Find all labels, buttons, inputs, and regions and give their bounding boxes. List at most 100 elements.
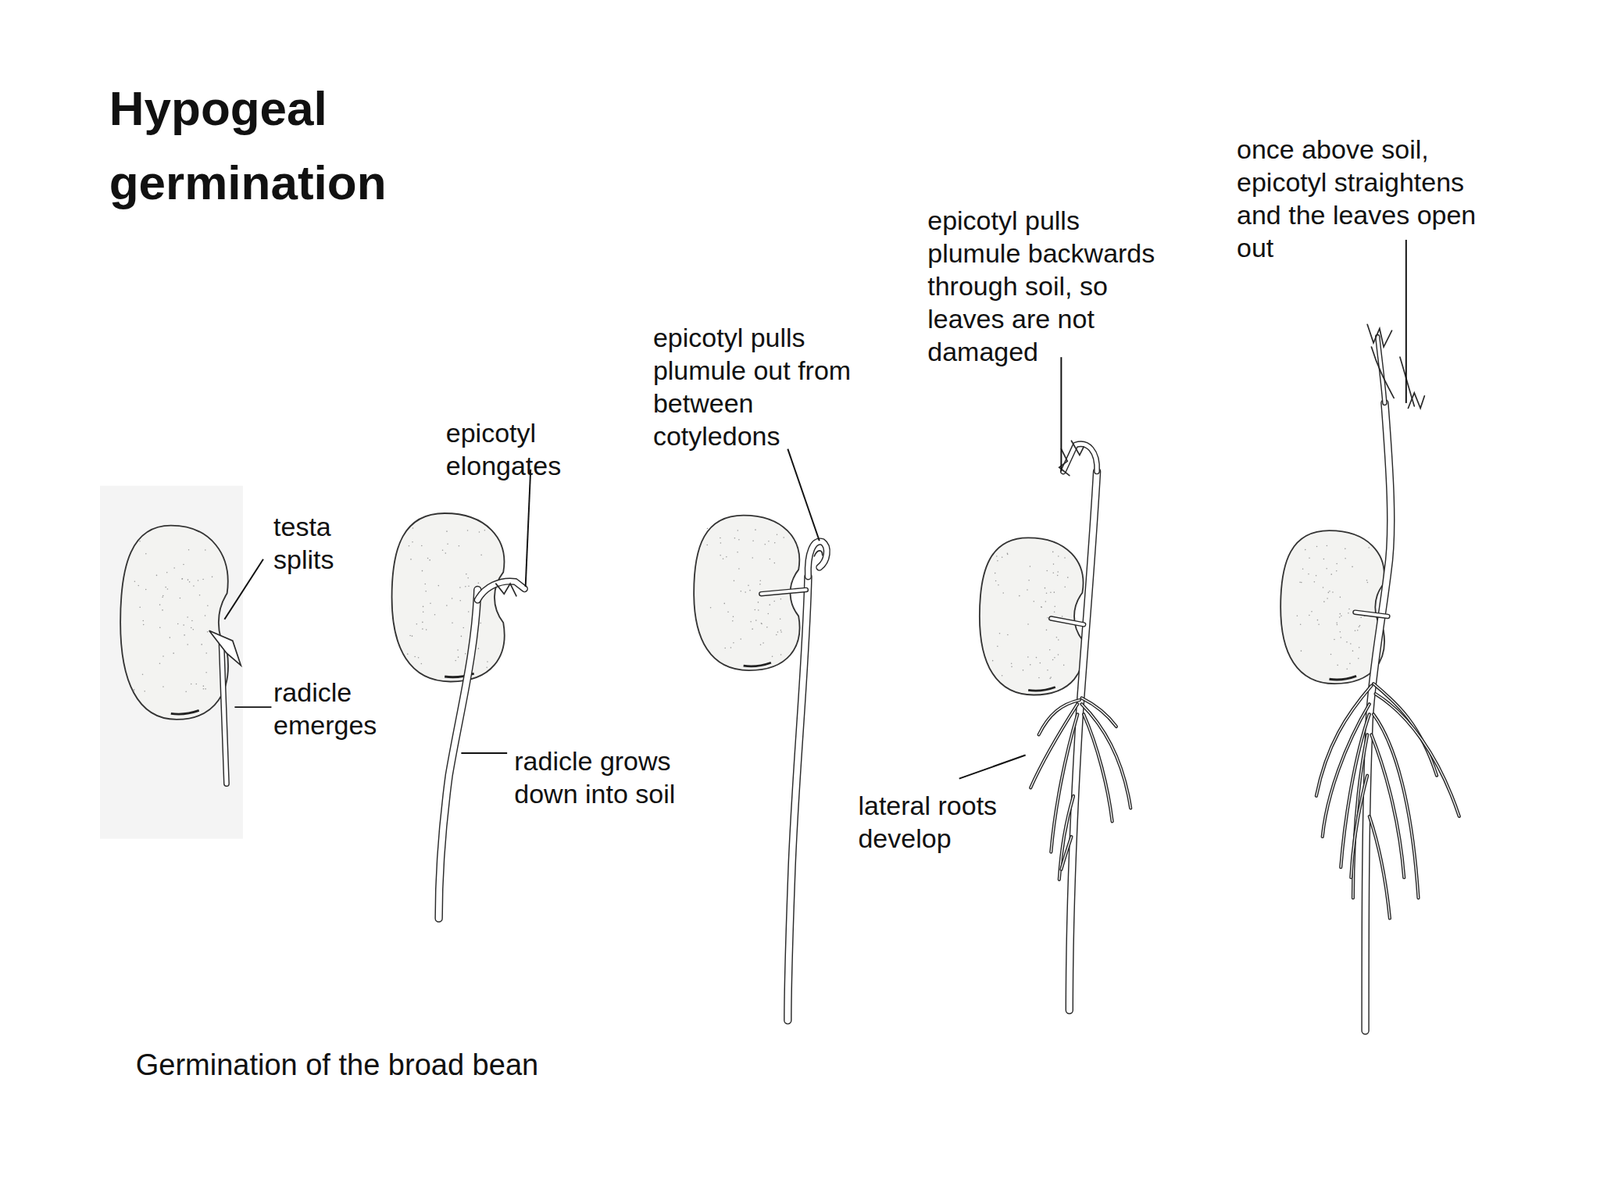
seed-stipple	[1360, 617, 1362, 619]
leader-line	[1405, 239, 1408, 404]
seed-stipple	[1316, 546, 1318, 548]
seed-stipple	[760, 580, 762, 583]
seed-stipple	[407, 653, 409, 655]
seed-stipple	[706, 544, 708, 547]
seed-stipple	[207, 604, 209, 607]
seed-stipple	[780, 629, 783, 632]
seed-stipple	[1046, 629, 1048, 632]
seed-stipple	[467, 585, 470, 587]
seed-stipple	[460, 635, 463, 638]
seed-stipple	[421, 663, 423, 665]
seed-stipple	[1326, 597, 1329, 600]
seed-stipple	[425, 590, 427, 593]
seed-stipple	[1057, 575, 1059, 577]
seed-stipple	[730, 646, 733, 649]
seed-stipple	[782, 536, 785, 539]
seed-stipple	[172, 652, 175, 654]
seed-stipple	[1302, 567, 1304, 570]
seed-stipple	[478, 647, 480, 650]
seed-stipple	[1357, 629, 1359, 632]
seed-stipple	[1001, 675, 1004, 677]
seed-stipple	[169, 636, 172, 639]
seed-stipple	[1326, 545, 1329, 547]
lateral-root	[1353, 734, 1368, 898]
seed-stipple	[139, 607, 141, 609]
lateral-root-fill	[1060, 836, 1072, 870]
seed-stipple	[720, 542, 722, 544]
seed-stipple	[1323, 558, 1325, 561]
plumule	[1071, 440, 1084, 455]
seed-stipple	[1052, 551, 1054, 554]
seed-stipple	[1339, 616, 1341, 618]
seed-stipple	[187, 578, 190, 581]
seed-stipple	[192, 628, 195, 631]
lateral-root	[1350, 775, 1368, 879]
seed-stipple	[1350, 642, 1352, 645]
seed-stipple	[1064, 585, 1066, 588]
seed-stipple	[446, 604, 448, 607]
seed-stipple	[161, 596, 164, 598]
seed-stipple	[722, 557, 725, 560]
annotation-label: testa splits	[273, 510, 386, 576]
lateral-root-fill	[1373, 714, 1418, 898]
seed-stipple	[199, 594, 201, 597]
seed-stipple	[774, 562, 776, 565]
seed-stipple	[744, 591, 747, 593]
seed-stipple	[727, 611, 729, 614]
radicle-fill	[439, 589, 479, 919]
leader-line	[959, 755, 1026, 779]
seed-stipple	[757, 609, 760, 611]
seed-stipple	[1045, 600, 1047, 603]
young-leaf	[1367, 324, 1392, 347]
seed-stipple	[478, 582, 480, 585]
seed-stipple	[484, 529, 486, 532]
scan-background	[100, 485, 243, 840]
epicotyl-hook	[1063, 443, 1097, 472]
seed-stipple	[1067, 576, 1069, 579]
seed-stipple	[760, 623, 763, 625]
seed-stipple	[1339, 596, 1342, 599]
seed-stipple	[1002, 592, 1004, 594]
annotation-label: radicle grows down into soil	[514, 744, 718, 811]
seed-stipple	[1046, 592, 1048, 594]
seed-stipple	[459, 586, 461, 589]
lateral-root	[1375, 693, 1460, 817]
seed-stipple	[1053, 611, 1056, 614]
seed-stipple	[1063, 664, 1065, 667]
lateral-root	[1316, 685, 1372, 797]
seed-stipple	[159, 603, 161, 606]
seed-stipple	[186, 616, 189, 618]
seed-stipple	[1022, 669, 1025, 672]
seed-stipple	[994, 572, 997, 575]
seed-stipple	[142, 673, 144, 675]
seed-stipple	[467, 529, 469, 532]
seed-stipple	[1064, 557, 1066, 559]
leader-line	[224, 559, 264, 620]
seed-stipple	[740, 590, 743, 593]
seed-hilum	[1028, 687, 1056, 692]
seed-outline	[392, 513, 505, 683]
leader-line	[1060, 357, 1062, 472]
radicle	[221, 640, 227, 784]
seed-stipple	[203, 685, 205, 687]
seed-stipple	[738, 567, 740, 570]
seed-stipple	[1325, 567, 1328, 570]
seed-stipple	[774, 542, 776, 544]
seed-stipple	[1040, 606, 1043, 608]
seed-stipple	[162, 685, 165, 688]
seed-stipple	[1346, 641, 1348, 643]
seed-stipple	[211, 576, 214, 579]
seed-stipple	[1056, 636, 1058, 639]
seed-stipple	[411, 635, 414, 637]
seed-stipple	[768, 603, 771, 606]
seed-stipple	[1323, 600, 1325, 603]
seed-stipple	[143, 690, 146, 693]
seed-stipple	[166, 571, 168, 574]
annotation-label: epicotyl pulls plumule out from between …	[653, 321, 876, 453]
seed-stipple	[464, 585, 467, 588]
lateral-root-fill	[1083, 714, 1113, 822]
seed-stipple	[188, 549, 190, 551]
seed-stipple	[1310, 610, 1313, 613]
radicle	[439, 589, 479, 919]
seed-stipple	[755, 619, 758, 622]
